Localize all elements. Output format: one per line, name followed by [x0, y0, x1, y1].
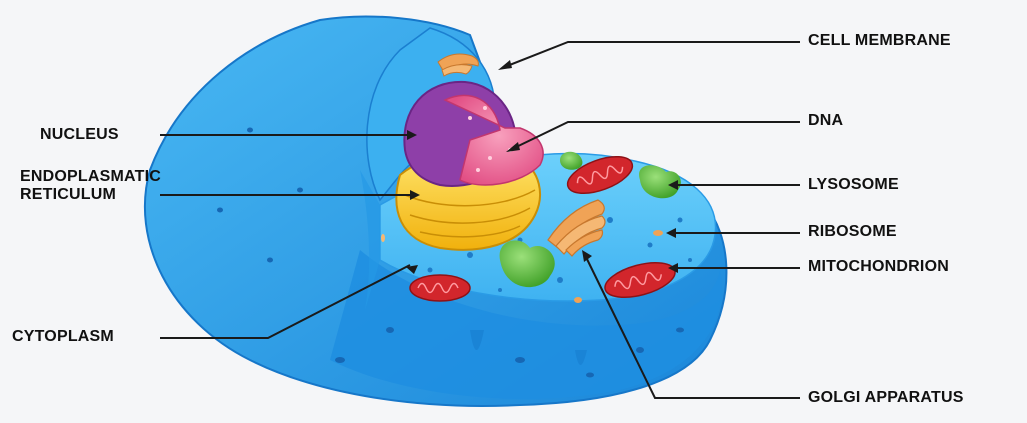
leader-dna	[510, 122, 800, 150]
label-cytoplasm: CYTOPLASM	[12, 328, 114, 346]
label-endoplasmatic-reticulum: ENDOPLASMATIC RETICULUM	[20, 168, 161, 204]
leader-cell-membrane	[502, 42, 800, 68]
label-cell-membrane: CELL MEMBRANE	[808, 32, 951, 50]
label-mitochondrion: MITOCHONDRION	[808, 258, 949, 276]
label-dna: DNA	[808, 112, 843, 130]
nucleus-shape	[404, 82, 543, 186]
label-ribosome: RIBOSOME	[808, 223, 897, 241]
label-endoplasmatic-line2: RETICULUM	[20, 186, 161, 204]
label-lysosome: LYSOSOME	[808, 176, 899, 194]
label-golgi-apparatus: GOLGI APPARATUS	[808, 389, 964, 407]
label-endoplasmatic-line1: ENDOPLASMATIC	[20, 168, 161, 186]
label-nucleus: NUCLEUS	[40, 126, 119, 144]
